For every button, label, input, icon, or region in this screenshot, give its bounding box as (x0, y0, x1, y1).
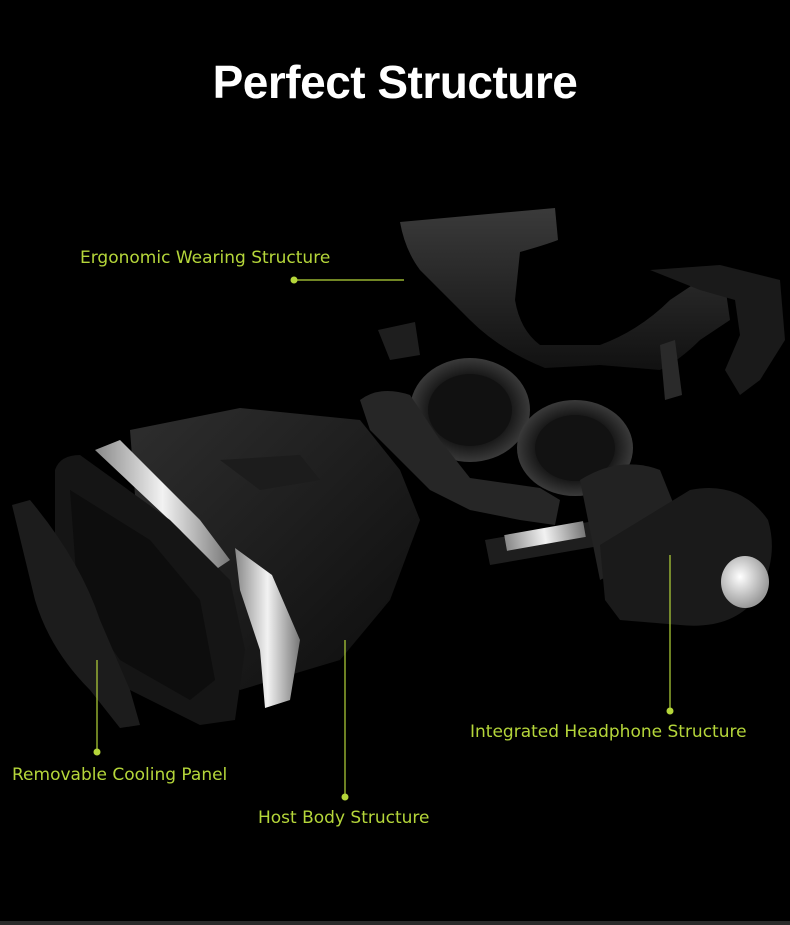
bottom-divider (0, 921, 790, 925)
head-cushion (360, 391, 560, 525)
cooling-panel (12, 500, 140, 728)
head-strap (378, 208, 785, 400)
page-title: Perfect Structure (212, 56, 578, 108)
callout-lines (93, 276, 674, 801)
label-integrated-headphone-structure: Integrated Headphone Structure (470, 722, 747, 742)
label-removable-cooling-panel: Removable Cooling Panel (12, 765, 228, 785)
label-ergonomic-wearing-structure: Ergonomic Wearing Structure (80, 248, 331, 268)
label-host-body-structure: Host Body Structure (258, 808, 430, 828)
side-headphone (485, 464, 772, 626)
